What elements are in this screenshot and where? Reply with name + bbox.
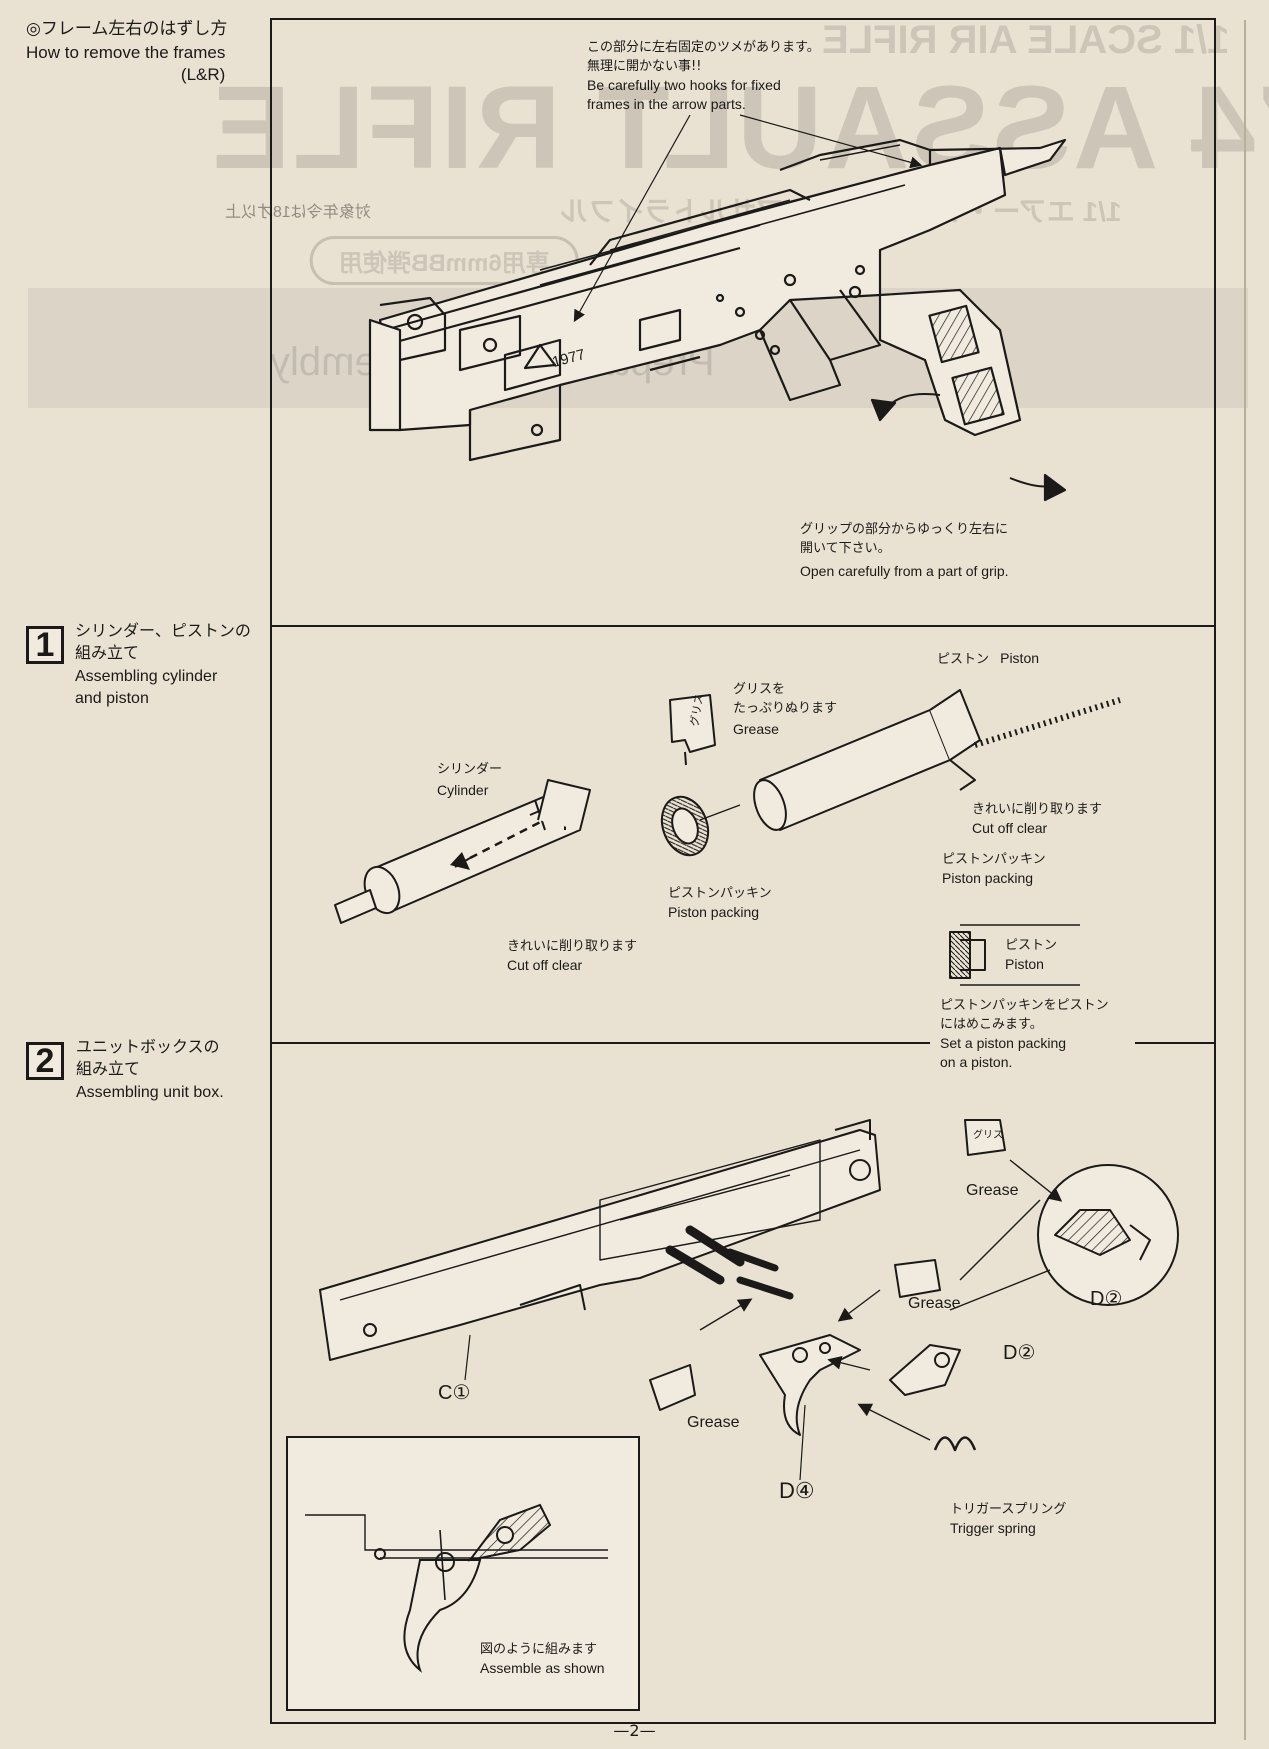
step1-number: 1 <box>26 626 64 664</box>
trigger-spring-label-en: Trigger spring <box>950 1520 1036 1536</box>
inset-assembly-diagram <box>286 1436 640 1711</box>
part-d2-magnified: D② <box>1090 1288 1123 1310</box>
step1-title-en-1: Assembling cylinder <box>75 668 218 685</box>
step1-title-en-2: and piston <box>75 690 149 707</box>
set-packing-note-en-1: Set a piston packing <box>940 1035 1067 1051</box>
unit-box-illustration <box>319 1119 1179 1481</box>
packing-label: ピストンパッキン Piston packing <box>668 884 772 922</box>
packing-label-en: Piston packing <box>668 904 760 920</box>
grease-note-step1: グリスを たっぷりぬります Grease <box>733 680 837 739</box>
inset-caption: 図のように組みます Assemble as shown <box>480 1640 605 1678</box>
grease-note-jp-2: たっぷりぬります <box>733 701 838 716</box>
trigger-spring-label: トリガースプリング Trigger spring <box>950 1500 1066 1538</box>
part-d2: D② <box>1003 1342 1036 1364</box>
cut-note-cylinder: きれいに削り取ります Cut off clear <box>507 937 637 975</box>
main-frame <box>270 18 1216 1724</box>
cylinder-label: シリンダー Cylinder <box>437 760 502 800</box>
divider-step2 <box>270 1042 930 1044</box>
step2-number: 2 <box>26 1042 64 1080</box>
step1-title-jp-2: 組み立て <box>75 643 140 662</box>
piston-label-en: Piston <box>1000 650 1040 666</box>
frames-removal-title-suffix: (L&R) <box>180 65 226 84</box>
hook-note-jp-1: この部分に左右固定のツメがあります。 <box>587 40 820 55</box>
hook-note: この部分に左右固定のツメがあります。 無理に開かない事!! Be careful… <box>587 38 820 114</box>
cylinder-piston-illustration <box>334 689 1121 986</box>
hook-note-en-1: Be carefully two hooks for fixed <box>587 77 781 93</box>
piston-label: ピストン Piston <box>937 648 1039 669</box>
grease-tube-label-upper: グリス <box>973 1130 1003 1141</box>
divider-step1 <box>270 625 1216 627</box>
packing-label-jp: ピストンパッキン <box>668 886 772 901</box>
cut-note-cylinder-jp: きれいに削り取ります <box>507 939 638 954</box>
cut-note-piston: きれいに削り取ります Cut off clear <box>972 800 1102 838</box>
receiver-illustration <box>368 114 1067 502</box>
inset-caption-jp: 図のように組みます <box>480 1642 598 1657</box>
grip-note-jp-1: グリップの部分からゆっくり左右に <box>800 522 1009 537</box>
detail-packing-label-en: Piston packing <box>942 870 1034 886</box>
page-number: —2— <box>613 1721 656 1740</box>
step1-title-jp-1: シリンダー、ピストンの <box>75 621 251 640</box>
step2-title: ユニットボックスの 組み立て Assembling unit box. <box>76 1036 224 1104</box>
set-packing-note-jp-2: にはめこみます。 <box>940 1017 1043 1032</box>
piston-label-jp: ピストン <box>937 652 990 667</box>
grease-label-middle: Grease <box>908 1295 961 1312</box>
grease-label-lower: Grease <box>687 1414 740 1431</box>
grease-note-jp-1: グリスを <box>733 682 786 697</box>
step2-title-jp-2: 組み立て <box>76 1059 141 1078</box>
part-c1: C① <box>438 1382 471 1404</box>
grip-note-en: Open carefully from a part of grip. <box>800 563 1009 579</box>
frames-removal-title: ◎フレーム左右のはずし方 How to remove the frames (L… <box>26 18 227 86</box>
detail-piston-label-en: Piston <box>1005 956 1044 972</box>
cylinder-label-jp: シリンダー <box>437 762 503 777</box>
step1-title: シリンダー、ピストンの 組み立て Assembling cylinder and… <box>75 620 251 710</box>
set-packing-note: ピストンパッキンをピストン にはめこみます。 Set a piston pack… <box>940 996 1109 1072</box>
cut-note-piston-en: Cut off clear <box>972 820 1048 836</box>
detail-packing-label-jp: ピストンパッキン <box>942 852 1046 867</box>
inset-caption-en: Assemble as shown <box>480 1660 605 1676</box>
cylinder-label-en: Cylinder <box>437 782 489 798</box>
trigger-spring-label-jp: トリガースプリング <box>950 1502 1067 1517</box>
step2-title-en: Assembling unit box. <box>76 1084 224 1101</box>
cut-note-piston-jp: きれいに削り取ります <box>972 802 1103 817</box>
grease-label-upper: Grease <box>966 1182 1019 1199</box>
set-packing-note-en-2: on a piston. <box>940 1054 1013 1070</box>
frames-removal-title-en: How to remove the frames <box>26 43 226 62</box>
detail-piston-label-jp: ピストン <box>1005 938 1058 953</box>
detail-packing-label: ピストンパッキン Piston packing <box>942 850 1046 888</box>
hook-note-en-2: frames in the arrow parts. <box>587 96 746 112</box>
cut-note-cylinder-en: Cut off clear <box>507 957 583 973</box>
detail-piston-label: ピストン Piston <box>1005 936 1057 974</box>
grease-note-en: Grease <box>733 721 779 737</box>
part-d4: D④ <box>779 1478 815 1503</box>
grip-note-jp-2: 開いて下さい。 <box>800 541 891 556</box>
divider-step2-right <box>1135 1042 1216 1044</box>
hook-note-jp-2: 無理に開かない事!! <box>587 59 702 74</box>
grip-note: グリップの部分からゆっくり左右に 開いて下さい。 Open carefully … <box>800 520 1009 581</box>
frames-removal-title-jp: ◎フレーム左右のはずし方 <box>26 19 228 39</box>
step2-title-jp-1: ユニットボックスの <box>76 1037 220 1056</box>
set-packing-note-jp-1: ピストンパッキンをピストン <box>940 998 1109 1013</box>
